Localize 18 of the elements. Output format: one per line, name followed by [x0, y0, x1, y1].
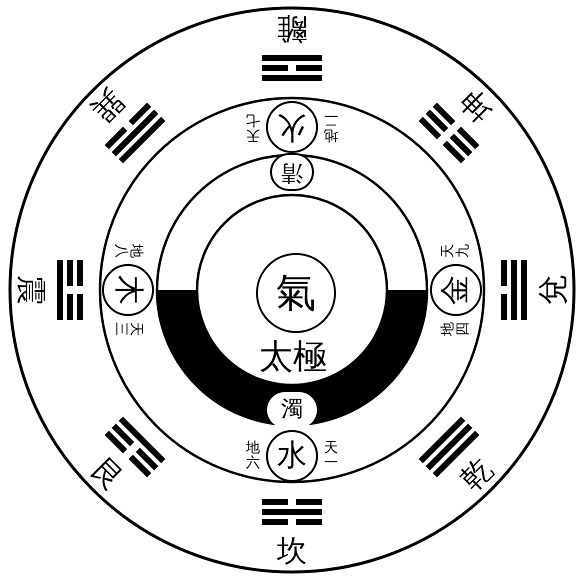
- number-label: 地四: [440, 322, 472, 336]
- number-label: 天九: [440, 244, 472, 258]
- oval-label: 清: [270, 153, 314, 191]
- trigram-name: 兌: [539, 275, 569, 305]
- trigram-name: 艮: [86, 454, 128, 496]
- trigram-name: 乾: [456, 454, 498, 496]
- trigram-name: 巽: [86, 84, 128, 126]
- trigram-name: 震: [15, 275, 45, 305]
- number-label: 天七: [246, 112, 260, 142]
- trigram-name: 坎: [277, 537, 307, 567]
- number-label: 地八: [112, 244, 144, 258]
- trigram-name: 坤: [456, 84, 498, 126]
- number-label: 地六: [246, 440, 260, 472]
- title-label: 太極: [259, 340, 327, 374]
- number-label: 天一: [324, 440, 338, 472]
- trigram-name: 離: [277, 13, 307, 43]
- number-label: 天三: [112, 322, 144, 336]
- number-label: 地二: [324, 112, 338, 142]
